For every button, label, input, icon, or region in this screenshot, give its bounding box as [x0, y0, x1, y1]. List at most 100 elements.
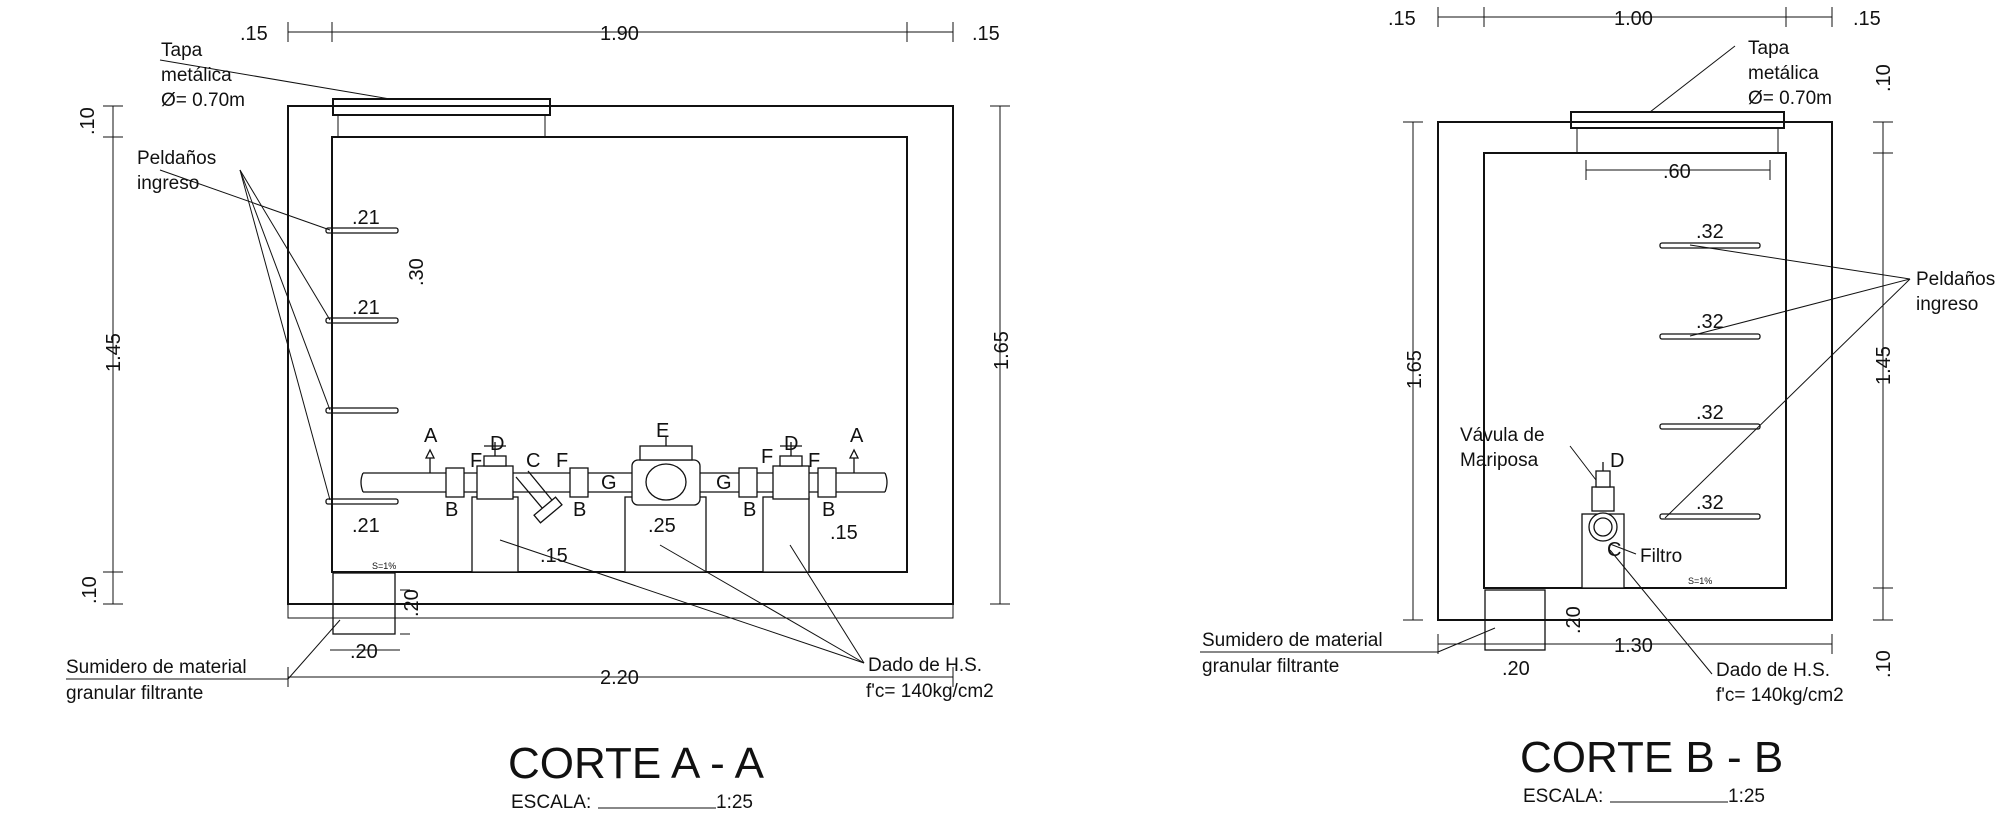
svg-text:f'c= 140kg/cm2: f'c= 140kg/cm2: [1716, 685, 1844, 706]
scale-b-label: ESCALA:: [1523, 786, 1603, 807]
svg-text:Vávula de: Vávula de: [1460, 425, 1545, 446]
dim-a-sump-h: .20: [401, 589, 423, 617]
svg-text:E: E: [656, 420, 669, 442]
section-b-steps: [1659, 242, 1761, 520]
svg-text:Dado de H.S.: Dado de H.S.: [868, 655, 982, 676]
svg-text:B: B: [822, 499, 835, 521]
section-a-sump: [332, 572, 396, 635]
svg-text:Sumidero de material: Sumidero de material: [1202, 630, 1383, 651]
dim-b-inner: .60: [1663, 161, 1691, 183]
label-b-sumidero: Sumidero de material granular filtrante: [1202, 630, 1383, 677]
svg-text:Tapa: Tapa: [1748, 38, 1790, 59]
svg-text:ingreso: ingreso: [1916, 294, 1978, 315]
dim-a-top-mid: 1.90: [600, 23, 639, 45]
dim-b-step1: .32: [1696, 221, 1724, 243]
dim-a-step2: .21: [352, 297, 380, 319]
svg-text:metálica: metálica: [1748, 63, 1819, 84]
dim-a-step-gap: .30: [406, 258, 428, 286]
svg-text:Sumidero de material: Sumidero de material: [66, 657, 247, 678]
dim-b-step2: .32: [1696, 311, 1724, 333]
dim-a-dado3: .15: [830, 522, 858, 544]
dim-b-left: 1.65: [1404, 350, 1426, 389]
svg-text:A: A: [850, 425, 864, 447]
section-a-leader-lines: [66, 59, 865, 680]
dim-a-sump-w: .20: [350, 641, 378, 663]
dim-b-step3: .32: [1696, 402, 1724, 424]
section-b-metal-cover: [1570, 111, 1785, 129]
valve-b-letter-d: D: [1610, 450, 1624, 472]
svg-text:Mariposa: Mariposa: [1460, 450, 1539, 471]
scale-b-value: 1:25: [1728, 786, 1765, 807]
title-corte-a: CORTE A - A: [508, 739, 765, 788]
label-a-peldanos: Peldaños ingreso: [137, 148, 216, 194]
label-b-tapa: Tapa metálica Ø= 0.70m: [1748, 38, 1832, 109]
svg-text:metálica: metálica: [161, 65, 232, 86]
section-b-cover-frame: [1576, 127, 1779, 154]
dim-b-top-left: .15: [1388, 8, 1416, 30]
dim-b-sump-h: .20: [1563, 606, 1585, 634]
svg-text:Ø= 0.70m: Ø= 0.70m: [161, 90, 245, 111]
svg-text:G: G: [716, 472, 732, 494]
dim-a-dado1: .15: [540, 545, 568, 567]
section-b-concrete-walls: [1437, 121, 1833, 621]
dim-b-right-mid: 1.45: [1873, 346, 1895, 385]
dim-b-top-right: .15: [1853, 8, 1881, 30]
dim-b-step4: .32: [1696, 492, 1724, 514]
svg-text:B: B: [445, 499, 458, 521]
svg-text:F: F: [470, 450, 482, 472]
svg-text:C: C: [526, 450, 540, 472]
label-b-dado: Dado de H.S. f'c= 140kg/cm2: [1716, 660, 1844, 706]
svg-text:B: B: [573, 499, 586, 521]
svg-text:F: F: [808, 450, 820, 472]
svg-text:ingreso: ingreso: [137, 173, 199, 194]
dim-a-left-mid: 1.45: [103, 333, 125, 372]
section-a-steps: [325, 227, 399, 505]
dim-b-sump-w: .20: [1502, 658, 1530, 680]
section-a-dados: [471, 496, 810, 573]
svg-text:granular filtrante: granular filtrante: [1202, 656, 1339, 677]
section-b-b: .15 1.00 .15 1.65 .10 1.45 .10 1.30 .60 …: [1200, 7, 1995, 807]
dim-a-left-bot: .10: [79, 576, 101, 604]
label-b-valvula: Vávula de Mariposa: [1460, 425, 1545, 471]
dim-b-slope: S=1%: [1688, 576, 1712, 586]
title-corte-b: CORTE B - B: [1520, 733, 1783, 782]
svg-text:A: A: [424, 425, 438, 447]
section-b-sump: [1484, 589, 1546, 651]
section-b-dimension-lines: [1403, 7, 1893, 654]
svg-text:D: D: [490, 433, 504, 455]
label-a-dado: Dado de H.S. f'c= 140kg/cm2: [866, 655, 994, 702]
section-a-pipe: [360, 437, 888, 524]
dim-a-slope: S=1%: [372, 561, 396, 571]
section-a-base-hatch: [287, 603, 954, 619]
section-b-valve: [1581, 462, 1625, 589]
dim-b-right-top: .10: [1873, 64, 1895, 92]
dim-b-top-mid: 1.00: [1614, 8, 1653, 30]
svg-text:granular filtrante: granular filtrante: [66, 683, 203, 704]
svg-text:B: B: [743, 499, 756, 521]
svg-text:F: F: [761, 446, 773, 468]
valve-b-letter-c: C: [1607, 539, 1621, 561]
dim-a-right: 1.65: [991, 331, 1013, 370]
svg-text:Peldaños: Peldaños: [137, 148, 216, 169]
section-b-leader-lines: [1200, 45, 1911, 675]
svg-text:Dado de H.S.: Dado de H.S.: [1716, 660, 1830, 681]
dim-a-step1: .21: [352, 207, 380, 229]
dim-a-step-bot: .21: [352, 515, 380, 537]
svg-text:G: G: [601, 472, 617, 494]
dim-a-left-top: .10: [77, 107, 99, 135]
section-a-a: .15 1.90 .15 .10 1.45 .10 1.65 2.20 .21 …: [66, 22, 1013, 813]
dim-a-top-right: .15: [972, 23, 1000, 45]
label-b-peldanos: Peldaños ingreso: [1916, 269, 1995, 315]
section-a-dimension-lines: [103, 22, 1010, 687]
scale-a-label: ESCALA:: [511, 792, 591, 810]
dim-a-bottom: 2.20: [600, 667, 639, 689]
dim-a-top-left: .15: [240, 23, 268, 45]
svg-text:f'c= 140kg/cm2: f'c= 140kg/cm2: [866, 681, 994, 702]
section-a-valve-letters: A A B B B B C D D E F F F F G G: [424, 420, 864, 521]
svg-text:Ø= 0.70m: Ø= 0.70m: [1748, 88, 1832, 109]
dim-a-dado2: .25: [648, 515, 676, 537]
label-a-tapa: Tapa metálica Ø= 0.70m: [161, 40, 245, 111]
section-a-cover-frame: [337, 114, 546, 138]
